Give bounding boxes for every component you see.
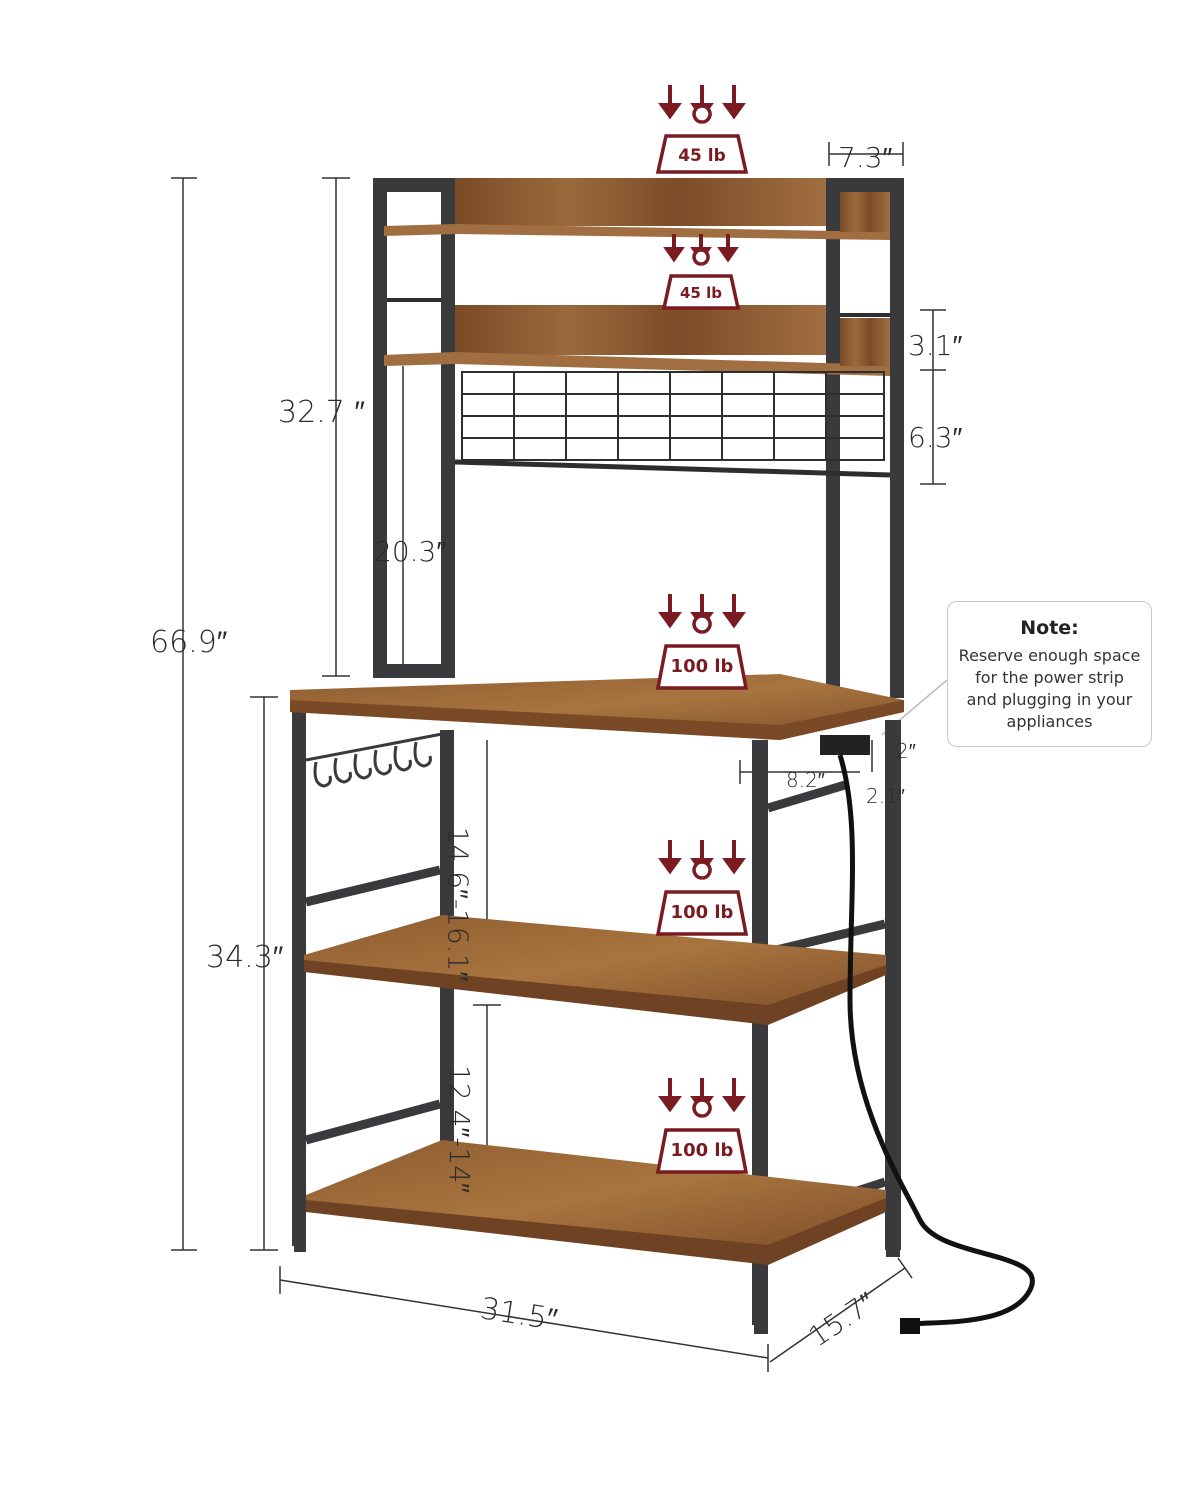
outlet-width-label: 2.1″ <box>866 784 905 808</box>
note-body: Reserve enough space for the power strip… <box>958 646 1141 731</box>
load-label-top: 45 lb <box>678 146 726 166</box>
outlet-offset-label: 8.2″ <box>786 768 825 792</box>
bottom-gap-label: 12.4″-14″ <box>442 1065 476 1193</box>
load-label-worktop: 100 lb <box>670 656 734 677</box>
lower-height-label: 34.3″ <box>206 940 284 975</box>
wire-grid <box>454 371 891 478</box>
outlet-height-label: 2″ <box>896 739 916 763</box>
weight-icons <box>655 104 749 1174</box>
power-cord <box>837 754 1035 1328</box>
note-title: Note: <box>1020 617 1079 639</box>
weight-icon-5 <box>655 1098 749 1174</box>
hutch-frame <box>373 178 904 698</box>
total-height-label: 66.9″ <box>150 625 228 660</box>
load-label-bottom: 100 lb <box>670 1140 734 1161</box>
weight-icon-2 <box>661 248 741 310</box>
load-label-second: 45 lb <box>680 284 722 302</box>
hutch-shelves <box>384 178 890 376</box>
note-box: Note: Reserve enough space for the power… <box>947 601 1152 747</box>
grid-height-label: 6.3″ <box>908 421 963 454</box>
weight-icon-3 <box>655 614 749 690</box>
weight-icon-1 <box>655 104 749 174</box>
middle-gap-label: 14.6″-16.1″ <box>441 826 475 982</box>
shelf-gap-label: 3.1″ <box>908 329 963 362</box>
hook-rail <box>305 732 443 788</box>
hutch-opening-label: 20.3″ <box>374 535 447 568</box>
load-label-middle: 100 lb <box>670 902 734 923</box>
middle-shelf <box>304 915 886 1025</box>
top-depth-label: 7.3″ <box>838 141 893 174</box>
bottom-shelf <box>306 1140 886 1265</box>
weight-icon-4 <box>655 860 749 936</box>
upper-height-label: 32.7 ″ <box>278 395 365 430</box>
plug-icon <box>900 1318 920 1334</box>
dimension-lines <box>171 142 948 1372</box>
worktop <box>290 674 904 755</box>
